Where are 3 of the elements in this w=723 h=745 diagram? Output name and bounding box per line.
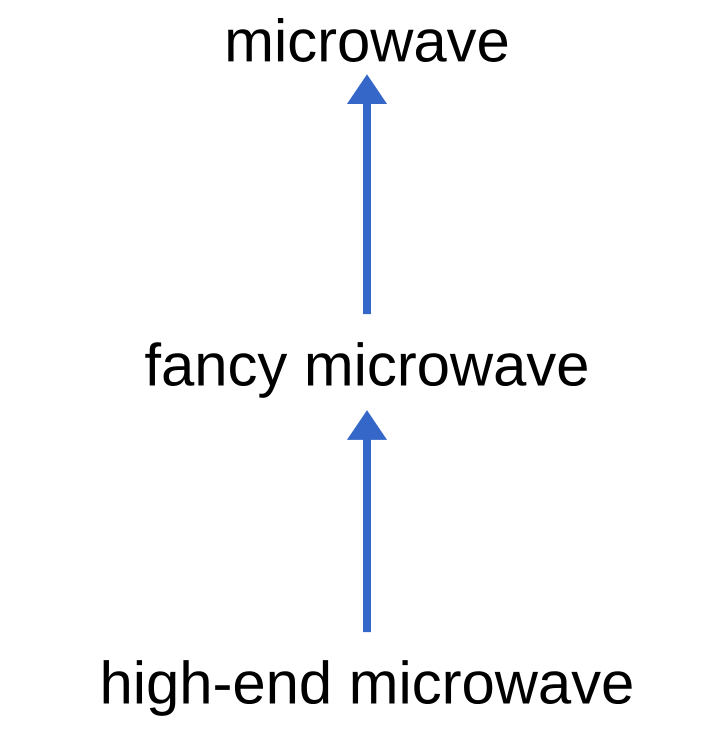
- text-label: high-end microwave: [104, 660, 632, 716]
- text-label: microwave: [228, 18, 508, 62]
- text-label: fancy microwave: [145, 342, 587, 398]
